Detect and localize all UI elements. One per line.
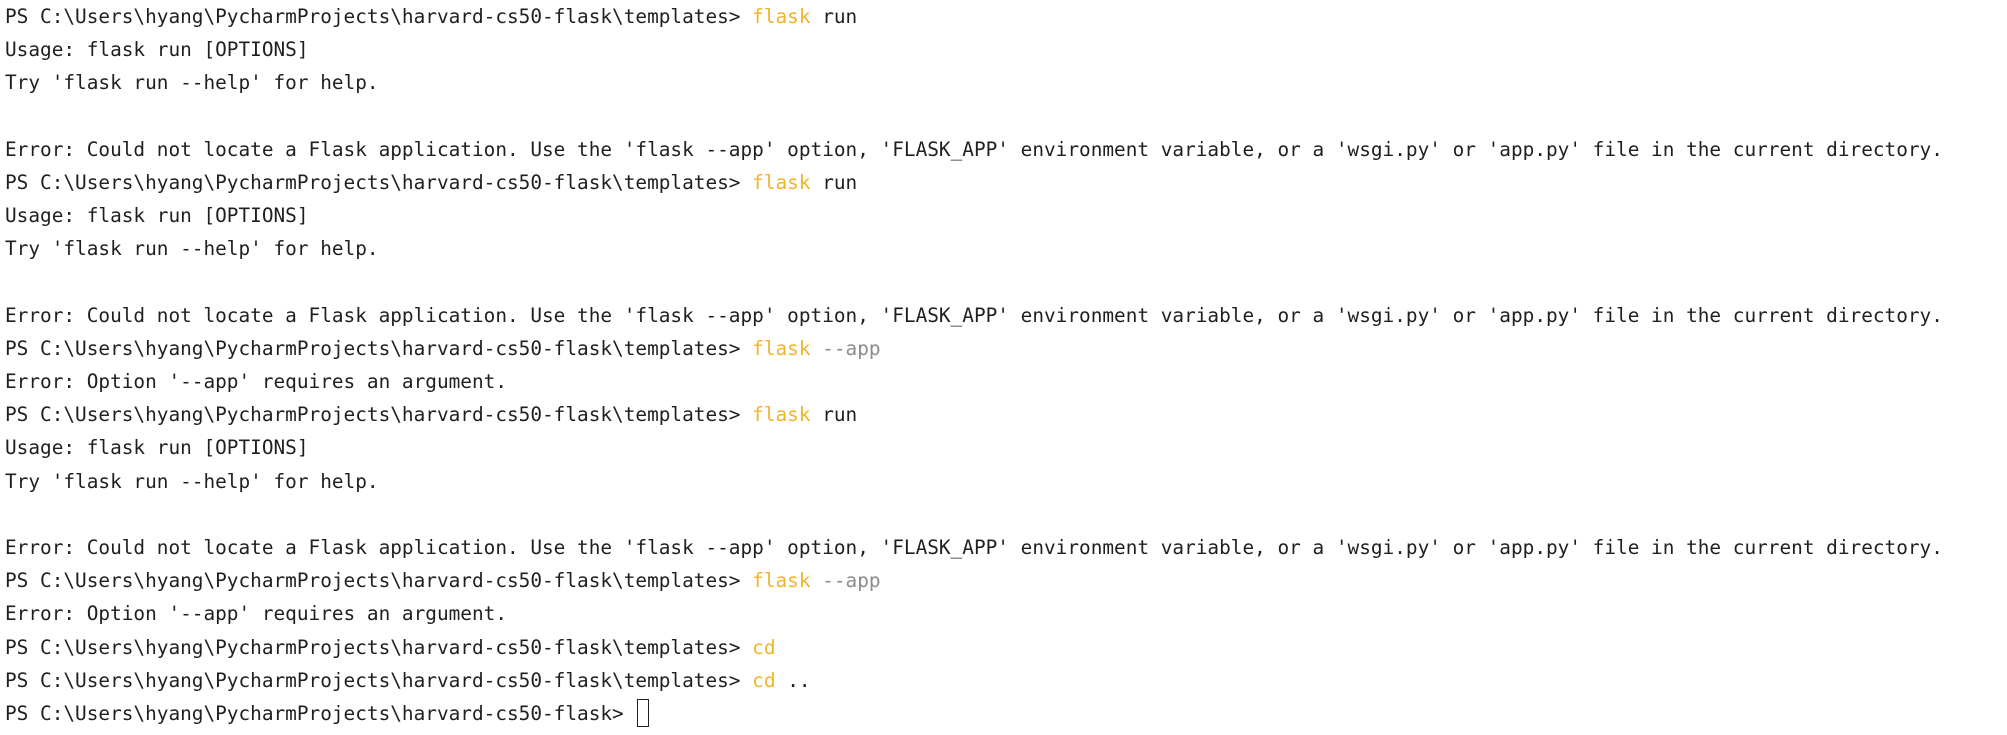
prompt-line: PS C:\Users\hyang\PycharmProjects\harvar… (5, 697, 2005, 730)
prompt-path: PS C:\Users\hyang\PycharmProjects\harvar… (5, 5, 753, 28)
prompt-line: PS C:\Users\hyang\PycharmProjects\harvar… (5, 398, 2005, 431)
command-arguments: run (810, 170, 858, 194)
prompt-path: PS C:\Users\hyang\PycharmProjects\harvar… (5, 403, 753, 427)
output-line: Usage: flask run [OPTIONS] (5, 204, 309, 228)
command-keyword: flask (752, 569, 811, 593)
output-line: Error: Option '--app' requires an argume… (5, 602, 507, 626)
prompt-path: PS C:\Users\hyang\PycharmProjects\harvar… (5, 668, 753, 692)
command-keyword: flask (752, 5, 811, 28)
prompt-path: PS C:\Users\hyang\PycharmProjects\harvar… (5, 635, 753, 659)
prompt-line: PS C:\Users\hyang\PycharmProjects\harvar… (5, 166, 2005, 199)
command-arguments: run (810, 403, 858, 427)
output-line: Error: Could not locate a Flask applicat… (5, 303, 1943, 327)
output-line: Error: Option '--app' requires an argume… (5, 370, 507, 394)
command-keyword: cd (752, 635, 776, 659)
output-line: Try 'flask run --help' for help. (5, 237, 379, 261)
prompt-path: PS C:\Users\hyang\PycharmProjects\harvar… (5, 170, 753, 194)
output-line: Try 'flask run --help' for help. (5, 71, 379, 95)
output-line: Try 'flask run --help' for help. (5, 469, 379, 493)
command-arguments: --app (810, 569, 881, 593)
output-line: Usage: flask run [OPTIONS] (5, 436, 309, 460)
command-keyword: flask (752, 403, 811, 427)
prompt-line: PS C:\Users\hyang\PycharmProjects\harvar… (5, 0, 2005, 33)
command-arguments: .. (775, 668, 811, 692)
prompt-path: PS C:\Users\hyang\PycharmProjects\harvar… (5, 569, 753, 593)
terminal-output[interactable]: PS C:\Users\hyang\PycharmProjects\harvar… (5, 0, 2005, 735)
blank-line (5, 266, 2005, 299)
command-keyword: flask (752, 170, 811, 194)
blank-line (5, 498, 2005, 531)
command-arguments: --app (810, 336, 881, 360)
prompt-line: PS C:\Users\hyang\PycharmProjects\harvar… (5, 664, 2005, 697)
prompt-line: PS C:\Users\hyang\PycharmProjects\harvar… (5, 332, 2005, 365)
prompt-path: PS C:\Users\hyang\PycharmProjects\harvar… (5, 336, 753, 360)
command-keyword: flask (752, 336, 811, 360)
prompt-line: PS C:\Users\hyang\PycharmProjects\harvar… (5, 631, 2005, 664)
prompt-path: PS C:\Users\hyang\PycharmProjects\harvar… (5, 701, 636, 725)
text-cursor[interactable] (637, 698, 650, 727)
command-keyword: cd (752, 668, 776, 692)
prompt-line: PS C:\Users\hyang\PycharmProjects\harvar… (5, 564, 2005, 597)
output-line: Error: Could not locate a Flask applicat… (5, 137, 1943, 161)
blank-line (5, 100, 2005, 133)
command-arguments: run (810, 5, 858, 28)
output-line: Usage: flask run [OPTIONS] (5, 38, 309, 62)
output-line: Error: Could not locate a Flask applicat… (5, 536, 1943, 559)
